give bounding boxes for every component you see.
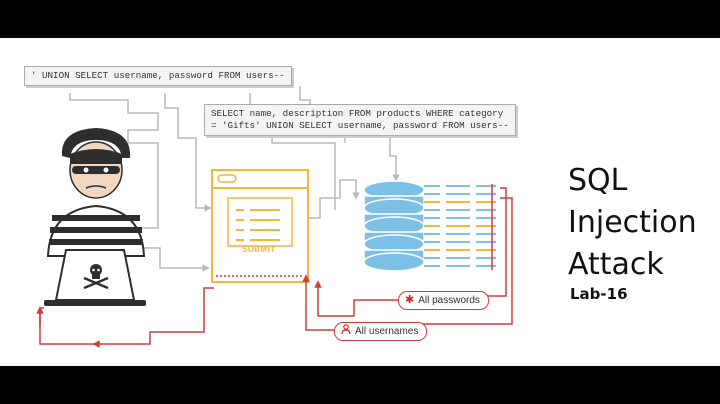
table-rows [424,184,496,270]
asterisk-icon: ✱ [405,294,415,306]
title-line-attack: Attack [568,247,664,282]
slide: ' UNION SELECT username, password FROM u… [0,38,720,366]
all-passwords-badge: ✱ All passwords [398,291,489,310]
title-line-injection: Injection [568,205,697,240]
database-icon [363,180,425,272]
all-passwords-label: All passwords [418,295,480,306]
all-usernames-label: All usernames [355,326,419,337]
resulting-query-line1: SELECT name, description FROM products W… [211,108,504,119]
submit-button-label: SUBMIT [242,245,276,254]
user-icon [341,323,351,340]
lab-number: Lab-16 [570,285,628,303]
resulting-query-line2: = 'Gifts' UNION SELECT username, passwor… [211,120,509,131]
resulting-query: SELECT name, description FROM products W… [204,104,516,136]
hacker-icon [44,128,146,306]
attacker-payload: ' UNION SELECT username, password FROM u… [24,66,292,86]
skull-crossbones-icon [83,264,109,290]
web-form-icon [211,169,309,283]
result-flow-lines [36,187,513,348]
title-line-sql: SQL [568,163,628,198]
all-usernames-badge: All usernames [334,322,428,341]
attack-diagram [36,86,513,348]
